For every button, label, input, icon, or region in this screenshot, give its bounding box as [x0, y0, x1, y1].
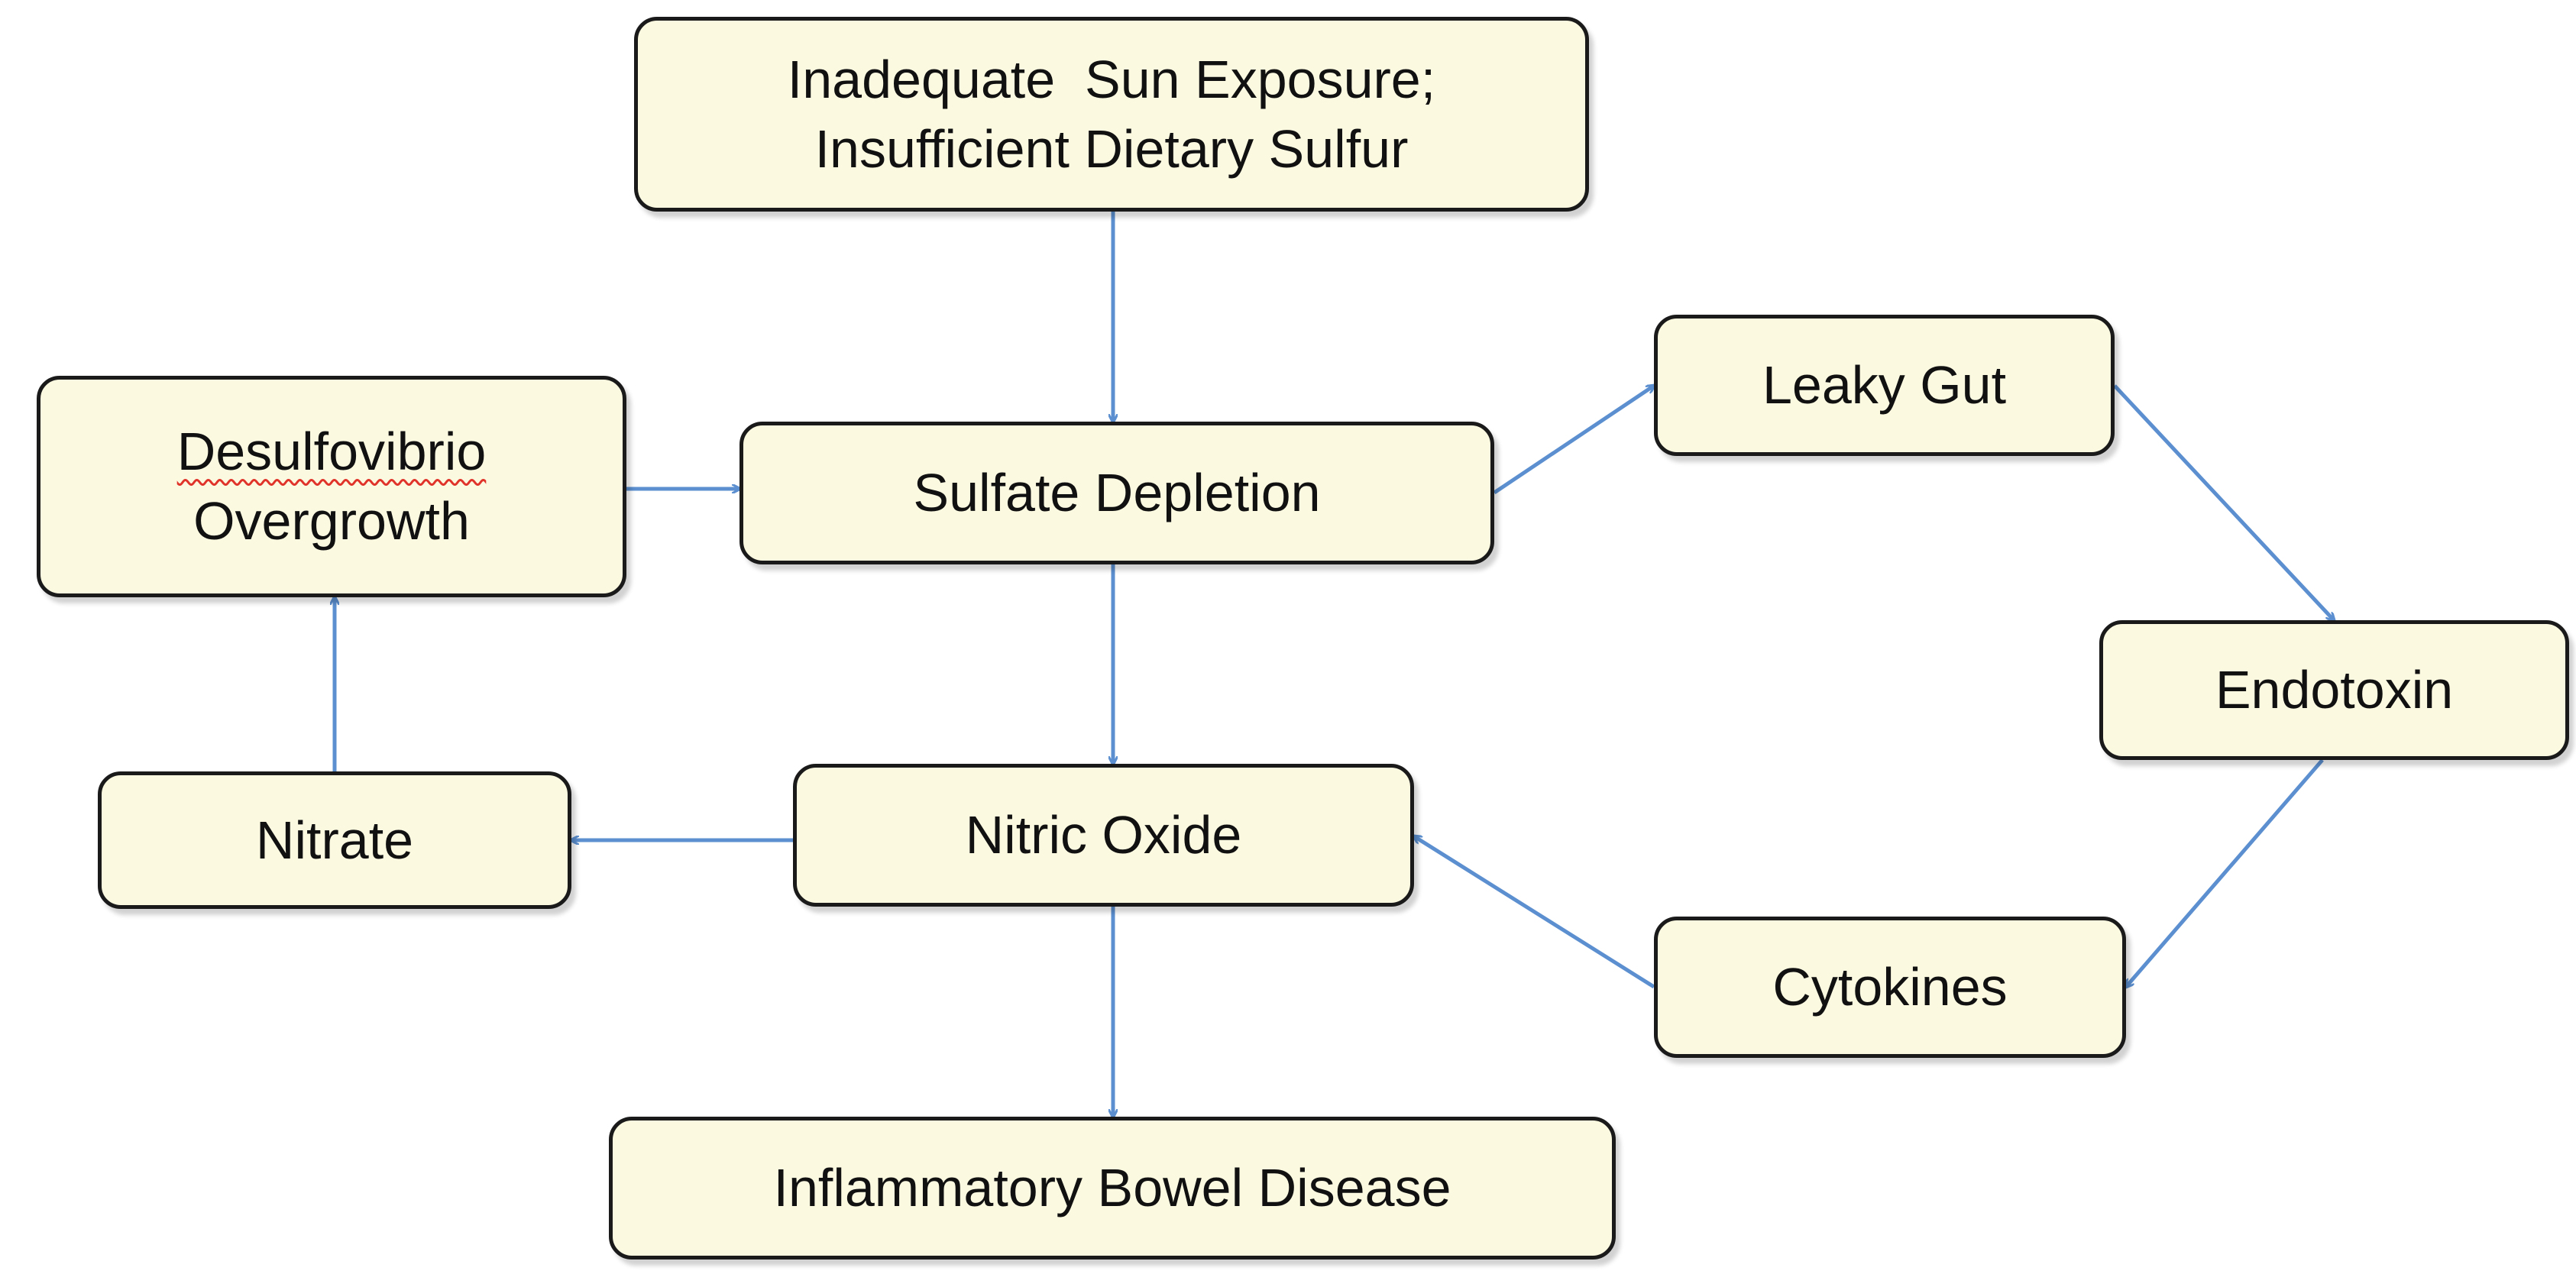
node-cytokines: Cytokines	[1654, 917, 2126, 1058]
node-desulfovibrio-overgrowth: Desulfovibrio Overgrowth	[37, 376, 626, 597]
arrow-cytokines-to-nitric	[1414, 836, 1655, 989]
node-leaky-gut: Leaky Gut	[1654, 315, 2115, 456]
node-text-line: Leaky Gut	[1762, 355, 2007, 415]
node-nitric-oxide: Nitric Oxide	[793, 764, 1414, 907]
node-inflammatory-bowel-disease: Inflammatory Bowel Disease	[609, 1117, 1616, 1260]
node-text-line: Nitric Oxide	[965, 805, 1242, 865]
node-text-line: Overgrowth	[193, 491, 470, 551]
node-text-line: Desulfovibrio	[176, 422, 487, 481]
node-text-line: Inflammatory Bowel Disease	[773, 1158, 1451, 1217]
node-text-line: Sulfate Depletion	[913, 463, 1321, 522]
node-sulfate-depletion: Sulfate Depletion	[739, 422, 1494, 564]
node-endotoxin: Endotoxin	[2099, 620, 2569, 760]
node-text-line: Insufficient Dietary Sulfur	[814, 118, 1409, 179]
node-nitrate: Nitrate	[98, 771, 571, 909]
arrow-sulfate-to-leaky	[1493, 386, 1654, 495]
node-text-line: Nitrate	[255, 810, 414, 870]
node-text-line: Cytokines	[1772, 957, 2008, 1017]
arrow-leaky-to-endotoxin	[2113, 384, 2334, 620]
node-inadequate-sun-exposure: Inadequate Sun Exposure; Insufficient Di…	[634, 17, 1589, 212]
node-text-line: Endotoxin	[2215, 660, 2454, 719]
node-text-line: Inadequate Sun Exposure;	[787, 49, 1436, 109]
arrow-endotoxin-to-cytokines	[2126, 758, 2324, 987]
